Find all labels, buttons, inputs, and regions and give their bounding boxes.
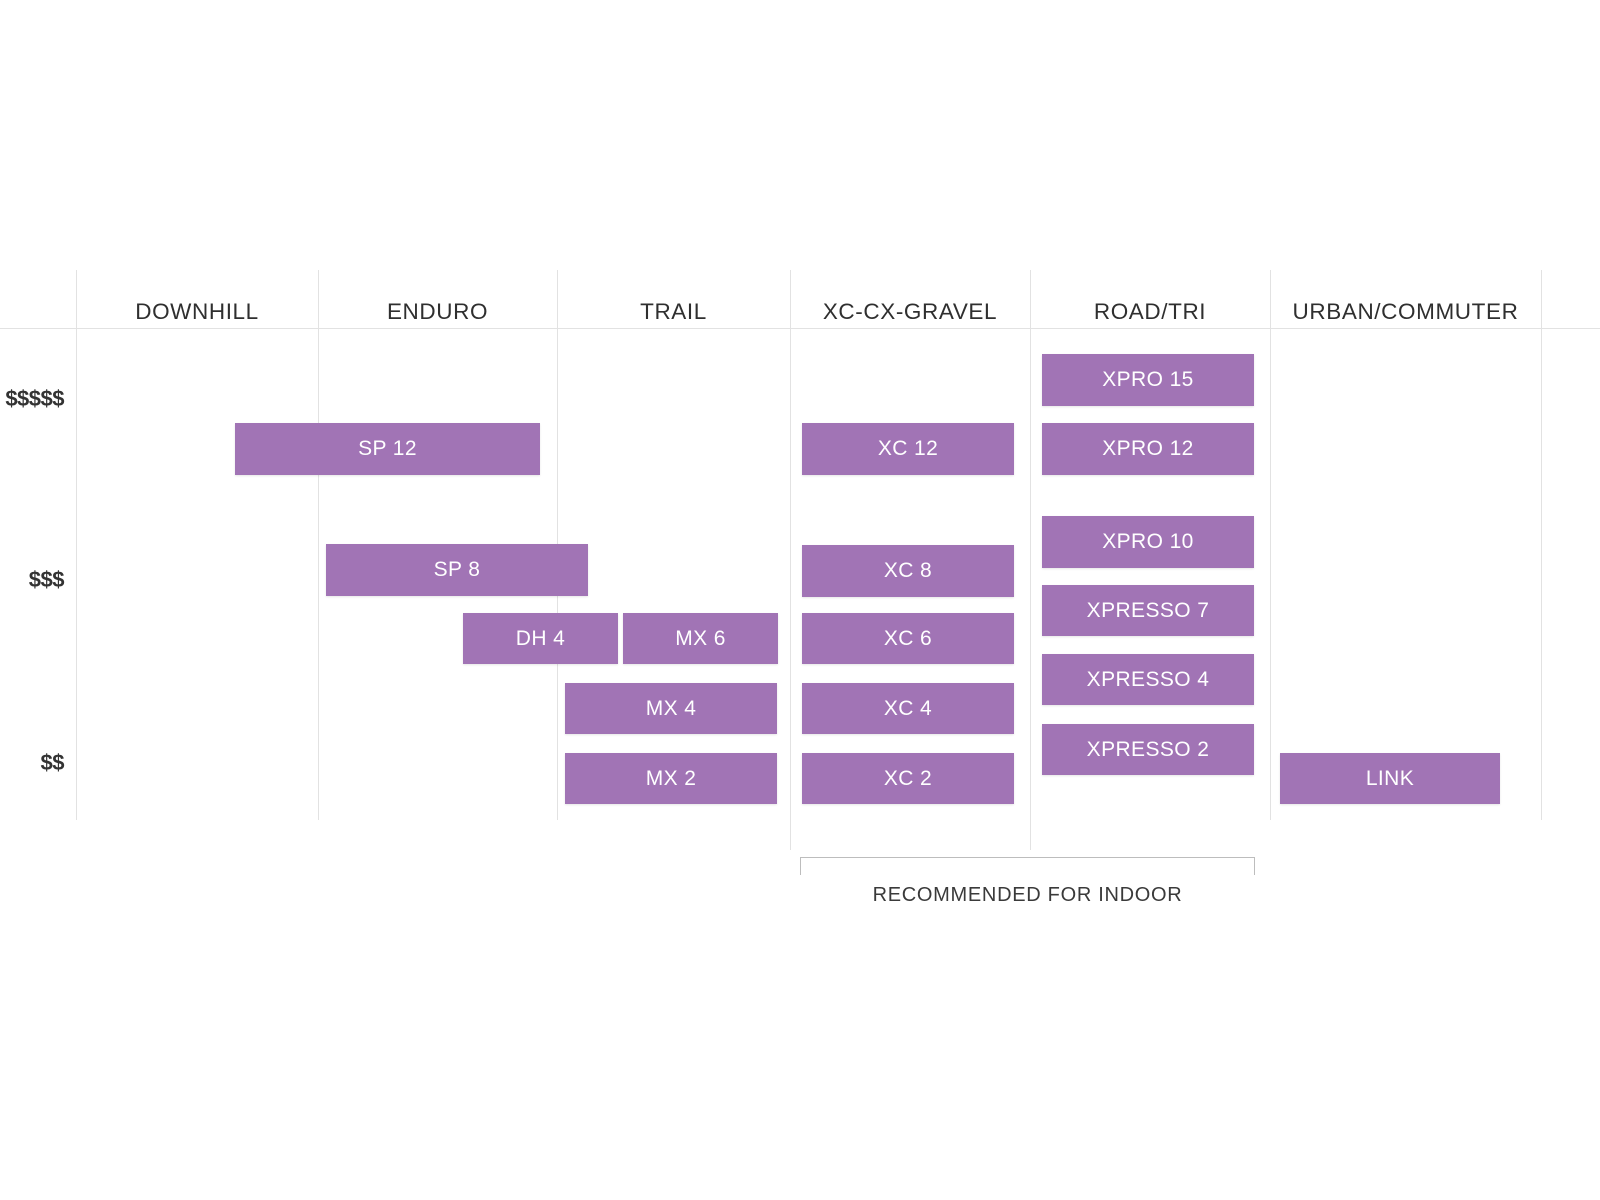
product-bar-xc-12[interactable]: XC 12	[802, 423, 1014, 475]
product-bar-xpresso-2[interactable]: XPRESSO 2	[1042, 724, 1254, 775]
column-header-downhill: DOWNHILL	[135, 299, 259, 324]
product-bar-xpro-10[interactable]: XPRO 10	[1042, 516, 1254, 568]
product-bar-xpro-12[interactable]: XPRO 12	[1042, 423, 1254, 475]
price-tier-label-3: $$$	[28, 567, 65, 592]
indoor-bracket	[800, 857, 1255, 875]
product-bar-sp-8[interactable]: SP 8	[326, 544, 588, 596]
gridline-vertical-4	[1030, 270, 1031, 850]
product-bar-xpresso-4[interactable]: XPRESSO 4	[1042, 654, 1254, 705]
column-header-road-tri: ROAD/TRI	[1093, 299, 1207, 324]
product-bar-link[interactable]: LINK	[1280, 753, 1500, 804]
product-bar-xc-2[interactable]: XC 2	[802, 753, 1014, 804]
product-bar-sp-12[interactable]: SP 12	[235, 423, 540, 475]
gridline-vertical-5	[1270, 270, 1271, 820]
product-bar-xc-8[interactable]: XC 8	[802, 545, 1014, 597]
gridline-header-underline	[0, 328, 1600, 329]
product-bar-xc-4[interactable]: XC 4	[802, 683, 1014, 734]
product-bar-xpresso-7[interactable]: XPRESSO 7	[1042, 585, 1254, 636]
gridline-vertical-3	[790, 270, 791, 850]
column-header-xc-cx-gravel: XC-CX-GRAVEL	[822, 299, 998, 324]
product-bar-xc-6[interactable]: XC 6	[802, 613, 1014, 664]
indoor-caption: RECOMMENDED FOR INDOOR	[872, 884, 1183, 906]
gridline-vertical-6	[1541, 270, 1542, 820]
column-header-enduro: ENDURO	[386, 299, 489, 324]
product-bar-mx-2[interactable]: MX 2	[565, 753, 777, 804]
product-bar-dh-4[interactable]: DH 4	[463, 613, 618, 664]
price-tier-label-2: $$	[40, 750, 65, 775]
price-tier-label-5: $$$$$	[5, 386, 64, 411]
gridline-vertical-0	[76, 270, 77, 820]
gridline-vertical-1	[318, 270, 319, 820]
product-bar-xpro-15[interactable]: XPRO 15	[1042, 354, 1254, 406]
product-bar-mx-4[interactable]: MX 4	[565, 683, 777, 734]
column-header-trail: TRAIL	[640, 299, 707, 324]
column-header-urban-commuter: URBAN/COMMUTER	[1292, 299, 1519, 324]
product-bar-mx-6[interactable]: MX 6	[623, 613, 778, 664]
